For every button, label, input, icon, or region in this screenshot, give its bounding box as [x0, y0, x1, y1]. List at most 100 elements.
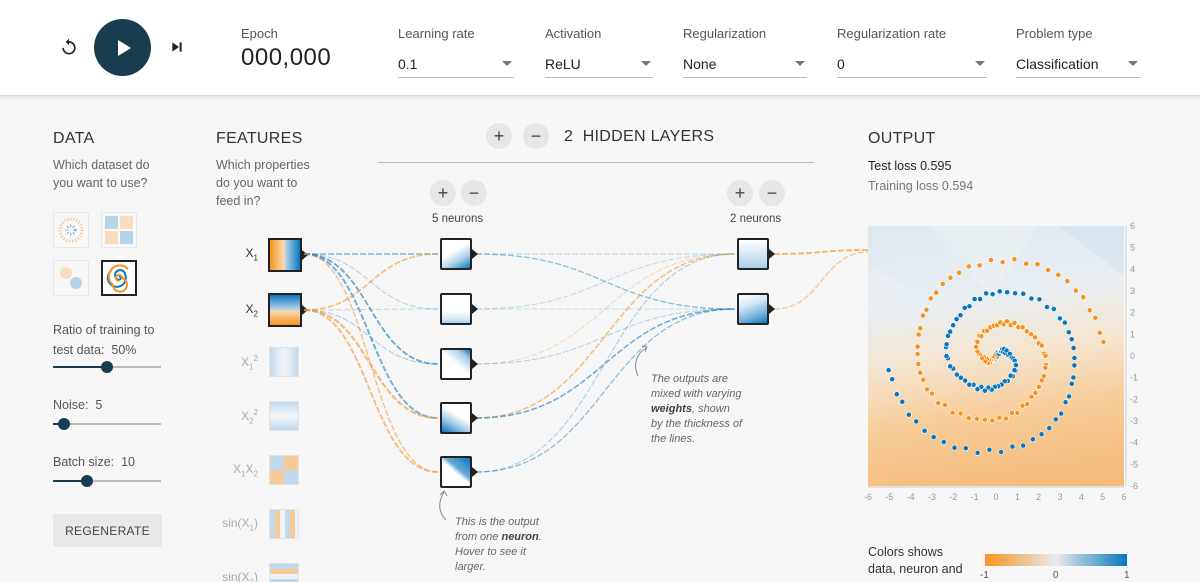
ratio-slider-thumb[interactable]	[101, 361, 113, 373]
step-forward-button[interactable]	[164, 34, 190, 60]
x-tick-label: 6	[1121, 492, 1126, 502]
link[interactable]	[475, 308, 736, 473]
x-tick-label: -6	[864, 492, 872, 502]
dataset-gauss-thumb[interactable]	[53, 260, 89, 296]
link[interactable]	[475, 253, 736, 365]
dataset-xor-thumb[interactable]	[101, 212, 137, 248]
neuron-layer1-5[interactable]	[440, 456, 472, 488]
data-point	[1035, 383, 1042, 390]
regularization-rate-select[interactable]: 0	[837, 54, 987, 78]
activation-select[interactable]: ReLU	[545, 54, 653, 78]
link[interactable]	[303, 308, 439, 420]
link[interactable]	[303, 308, 439, 311]
feature-sin-x2[interactable]	[269, 563, 299, 582]
reset-button[interactable]	[56, 34, 82, 60]
legend-tick-pos: 1	[1124, 570, 1130, 581]
remove-neuron-layer1-button[interactable]: −	[461, 180, 487, 206]
add-neuron-layer2-button[interactable]: +	[727, 180, 753, 206]
neuron-layer1-3[interactable]	[440, 348, 472, 380]
y-tick-label: 5	[1130, 243, 1135, 253]
learning-rate-label: Learning rate	[398, 26, 475, 41]
feature-x1x2[interactable]	[269, 455, 299, 485]
link[interactable]	[475, 253, 736, 473]
add-neuron-layer1-button[interactable]: +	[430, 180, 456, 206]
noise-slider-track[interactable]	[53, 423, 161, 425]
link[interactable]	[773, 251, 869, 310]
data-point	[974, 386, 981, 392]
data-point	[1061, 319, 1068, 326]
batch-size-slider-track[interactable]	[53, 480, 161, 482]
feature-label-sub: 2	[249, 577, 254, 582]
remove-neuron-layer2-button[interactable]: −	[759, 180, 785, 206]
neuron-layer1-2[interactable]	[440, 293, 472, 325]
data-point	[1036, 296, 1043, 303]
link[interactable]	[303, 309, 439, 365]
link[interactable]	[475, 253, 736, 419]
data-point	[1071, 355, 1078, 361]
features-subtitle-line: feed in?	[216, 194, 261, 208]
data-point	[930, 434, 937, 440]
feature-x2[interactable]	[268, 293, 302, 327]
play-button[interactable]	[94, 19, 151, 76]
annotation-text: from one	[455, 531, 502, 543]
data-point	[935, 400, 942, 406]
data-subtitle-line: Which dataset do	[53, 158, 150, 172]
link[interactable]	[303, 253, 439, 311]
data-point	[1008, 409, 1015, 416]
problem-type-select[interactable]: Classification	[1016, 54, 1140, 78]
learning-rate-select[interactable]: 0.1	[398, 54, 514, 78]
neuron-arrow-icon	[472, 304, 478, 314]
link[interactable]	[303, 253, 439, 365]
data-point	[1070, 345, 1077, 351]
link[interactable]	[303, 253, 439, 473]
data-point	[905, 411, 912, 418]
annotation-line: the lines.	[651, 433, 696, 445]
dataset-circle-thumb[interactable]	[53, 212, 89, 248]
batch-size-slider-fill	[53, 480, 87, 482]
data-point	[1020, 290, 1027, 297]
regenerate-label: REGENERATE	[65, 523, 150, 538]
data-point	[989, 417, 996, 424]
data-point	[998, 449, 1004, 455]
output-heatmap[interactable]	[868, 226, 1124, 486]
neuron-annotation: This is the output from one neuron. Hove…	[455, 515, 542, 575]
data-point	[1055, 272, 1062, 278]
annotation-text: , shown	[691, 403, 730, 415]
batch-size-slider-thumb[interactable]	[81, 475, 93, 487]
regularization-select[interactable]: None	[683, 54, 807, 78]
feature-x1[interactable]	[268, 238, 302, 272]
annotation-line: The outputs are	[651, 373, 729, 385]
noise-slider-thumb[interactable]	[58, 418, 70, 430]
neuron-arrow-icon	[769, 304, 775, 314]
feature-x1-squared[interactable]	[269, 347, 299, 377]
neuron-layer1-4[interactable]	[440, 402, 472, 434]
color-legend-bar	[985, 554, 1127, 566]
data-point	[920, 376, 927, 383]
data-point	[1044, 304, 1050, 310]
link[interactable]	[475, 308, 736, 419]
link[interactable]	[475, 308, 736, 365]
feature-x2-squared[interactable]	[269, 401, 299, 431]
link[interactable]	[475, 253, 736, 310]
link[interactable]	[773, 249, 869, 255]
data-point	[966, 263, 972, 270]
neuron-layer1-1[interactable]	[440, 238, 472, 270]
link[interactable]	[303, 309, 439, 473]
link[interactable]	[475, 253, 736, 310]
remove-layer-button[interactable]: −	[523, 123, 549, 149]
dataset-spiral-thumb[interactable]	[101, 260, 137, 296]
link[interactable]	[303, 253, 439, 419]
data-point	[1019, 324, 1026, 331]
regenerate-button[interactable]: REGENERATE	[53, 514, 162, 547]
legend-text-line: data, neuron and	[868, 562, 963, 576]
add-layer-button[interactable]: +	[486, 123, 512, 149]
feature-sin-x1[interactable]	[269, 509, 299, 539]
neuron-layer2-1[interactable]	[737, 238, 769, 270]
neuron-layer2-2[interactable]	[737, 293, 769, 325]
data-point	[933, 289, 940, 296]
chevron-down-icon	[1128, 61, 1138, 66]
legend-tick-neg: -1	[980, 570, 989, 581]
test-loss-value: 0.595	[920, 159, 952, 173]
data-point	[1028, 393, 1035, 400]
